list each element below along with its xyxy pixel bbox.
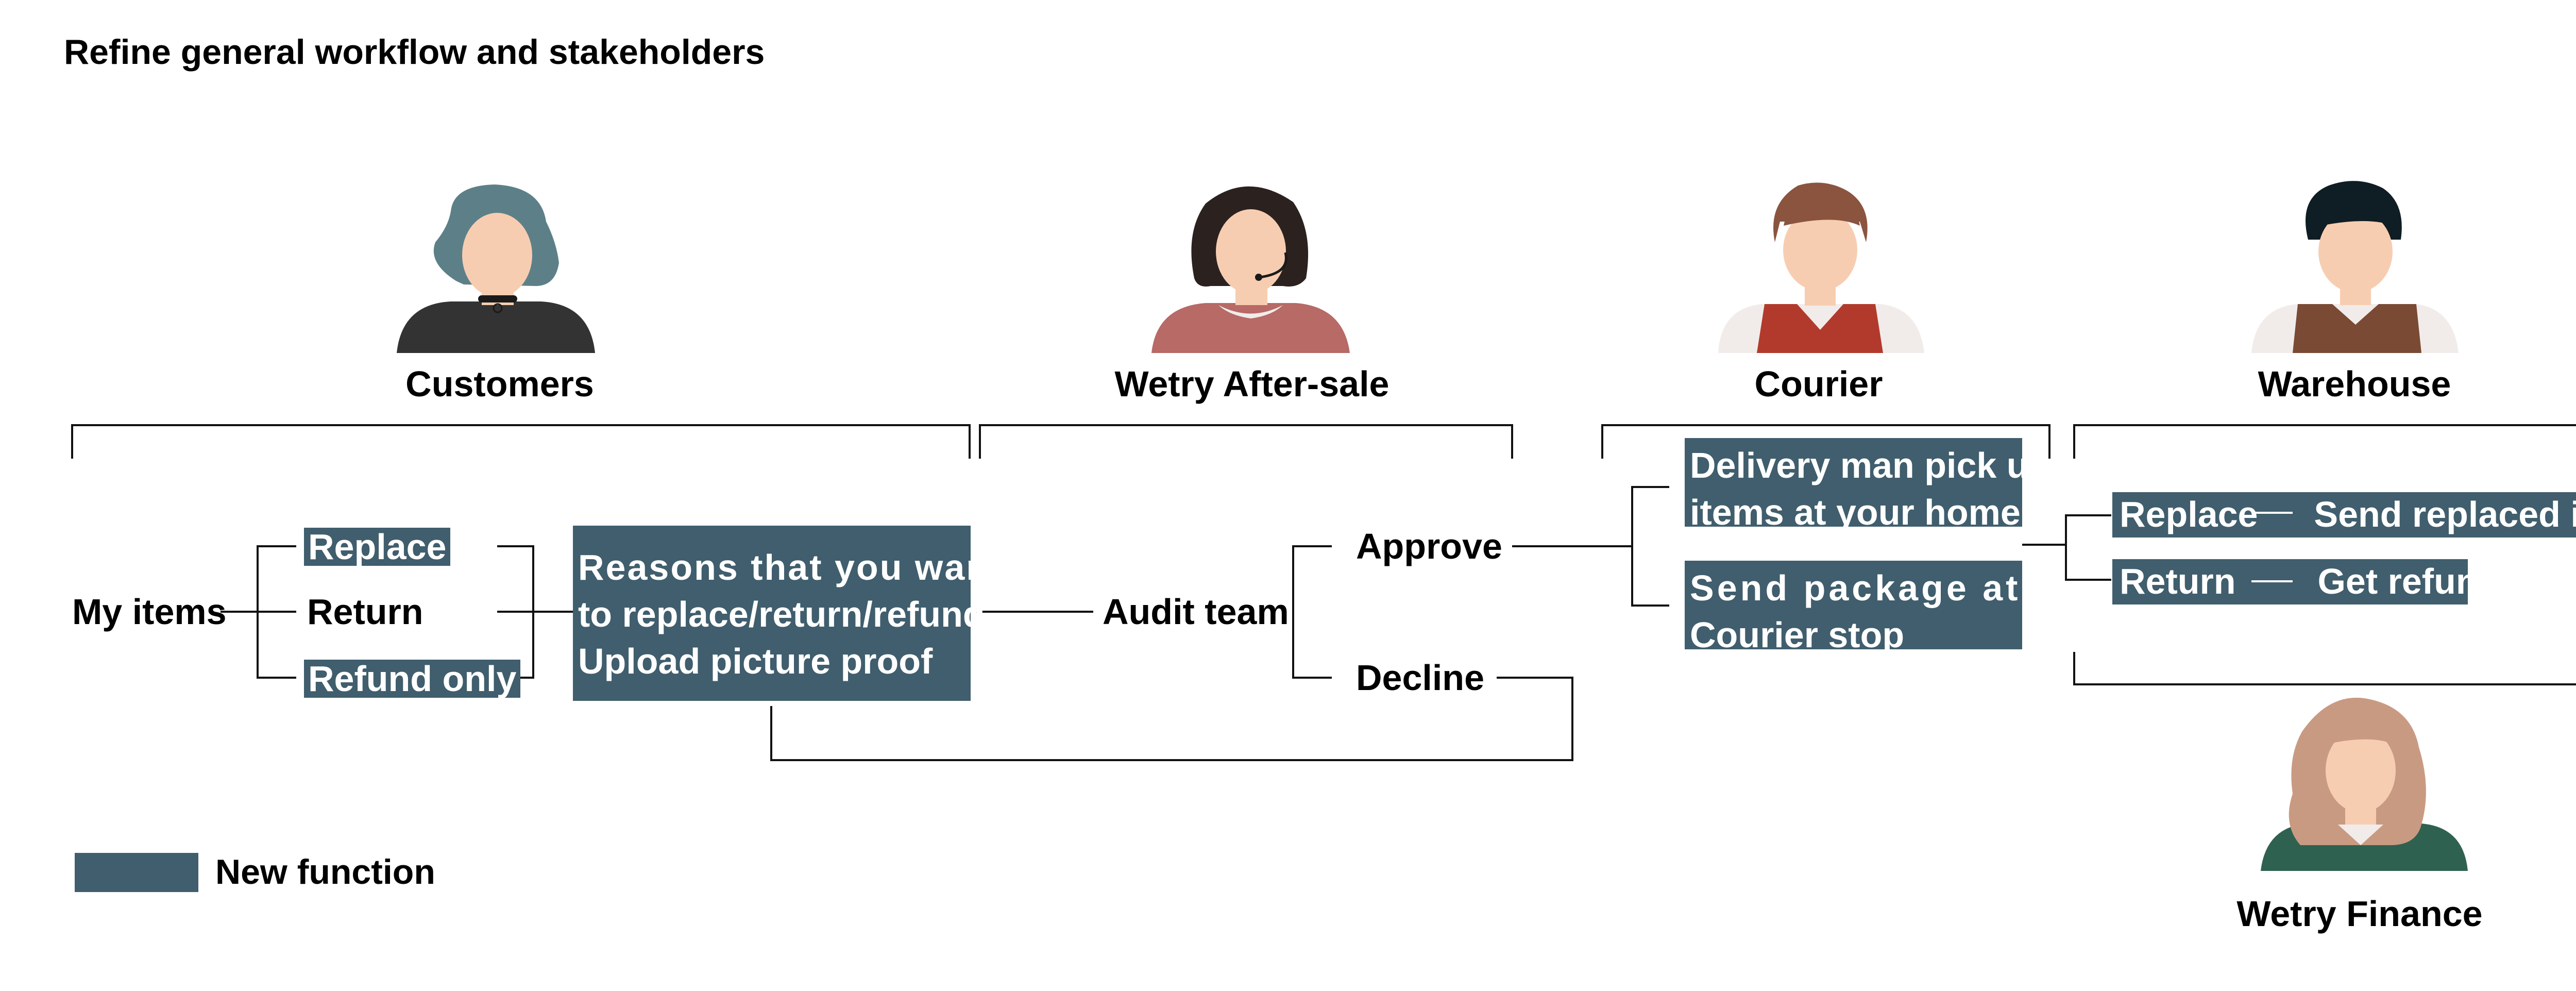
finance-avatar-icon	[2261, 697, 2468, 871]
customer-avatar-icon	[397, 184, 595, 353]
legend-swatch	[75, 853, 198, 892]
after-sale-bracket	[979, 424, 1513, 459]
pickup-box: Delivery man pick up items at your home	[1685, 438, 2051, 532]
approve-node: Approve	[1356, 526, 1502, 566]
pickup-line-1: Delivery man pick up	[1690, 445, 2051, 485]
connector-warehouse-bracket	[2065, 514, 2111, 581]
legend-label: New function	[215, 852, 435, 892]
replace-option: Replace	[304, 528, 451, 566]
warehouse-avatar-icon	[2251, 181, 2459, 353]
audit-team-node: Audit team	[1103, 592, 1289, 632]
stakeholder-finance: Wetry Finance	[2236, 894, 2483, 934]
connector-courier-bracket	[1631, 486, 1669, 607]
warehouse-bracket	[2073, 424, 2576, 459]
connector-decline-loop	[770, 677, 1573, 761]
connector-audit-bracket	[1292, 545, 1332, 679]
reasons-box: Reasons that you want to replace/return/…	[573, 526, 1004, 701]
courier-stop-line-1: Send package at	[1690, 568, 2021, 608]
page-title: Refine general workflow and stakeholders	[64, 32, 765, 72]
return-option: Return	[307, 592, 423, 632]
reasons-line-1: Reasons that you want	[578, 547, 1004, 587]
stakeholder-courier: Courier	[1754, 364, 1883, 404]
warehouse-bottom-bracket	[2073, 652, 2576, 685]
get-refund-label: Get refund	[2317, 561, 2500, 601]
stakeholder-after-sale: Wetry After-sale	[1114, 364, 1389, 404]
courier-stop-box: Send package at Courier stop	[1685, 561, 2022, 655]
stakeholder-warehouse: Warehouse	[2258, 364, 2451, 404]
warehouse-inner-dashes	[2251, 512, 2293, 582]
refund-only-option: Refund only	[304, 660, 521, 698]
decline-node: Decline	[1356, 658, 1484, 698]
courier-avatar-icon	[1718, 182, 1924, 353]
stakeholder-customers: Customers	[405, 364, 594, 404]
reasons-line-2: to replace/return/refund	[578, 594, 985, 634]
my-items-node: My items	[72, 592, 227, 632]
reasons-line-3: Upload picture proof	[578, 641, 933, 681]
pickup-line-2: items at your home	[1690, 492, 2021, 532]
warehouse-replace-label: Replace	[2120, 494, 2258, 534]
legend-swatch-fill	[75, 853, 198, 892]
customers-bracket	[71, 424, 971, 459]
send-replaced-label: Send replaced item	[2314, 494, 2576, 534]
courier-bracket	[1601, 424, 2050, 459]
courier-stop-line-2: Courier stop	[1690, 615, 1905, 655]
replace-row: Replace Send replaced item	[2112, 492, 2576, 538]
warehouse-return-label: Return	[2120, 561, 2236, 601]
after-sale-avatar-icon	[1151, 186, 1350, 353]
